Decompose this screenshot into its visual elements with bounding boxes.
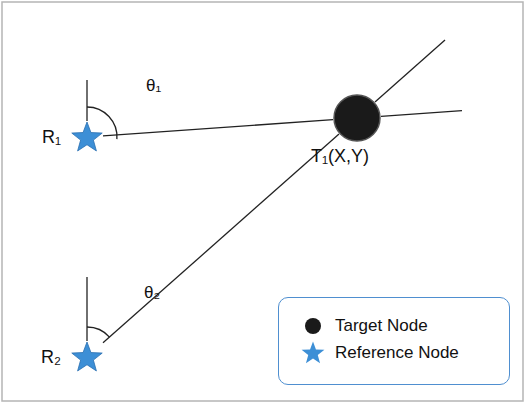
circle-sample	[305, 318, 321, 334]
node-label: R₁	[42, 127, 61, 148]
legend-text: Reference Node	[335, 343, 459, 363]
bearing-line-extension	[381, 111, 462, 117]
legend-sample	[301, 341, 325, 365]
angle-label: θ₂	[144, 283, 160, 303]
legend-text: Target Node	[335, 316, 428, 336]
star-sample	[302, 341, 325, 363]
bearing-line	[103, 120, 333, 136]
circle-symbol	[333, 94, 381, 142]
reference-axis	[86, 80, 87, 121]
target-node: T₁(X,Y)	[333, 94, 381, 142]
legend-entry: Reference Node	[279, 339, 509, 366]
legend-sample	[301, 314, 325, 338]
reference-node: R₁	[71, 121, 103, 153]
node-label: R₂	[41, 347, 61, 368]
reference-node: R₂	[71, 341, 103, 373]
angle-label: θ₁	[146, 76, 161, 96]
node-label: T₁(X,Y)	[311, 146, 369, 167]
reference-axis	[86, 277, 87, 341]
legend-entry: Target Node	[279, 312, 509, 339]
star-shape	[72, 342, 102, 371]
angle-arc	[87, 327, 110, 337]
star-symbol	[71, 121, 103, 153]
bearing-line-extension	[375, 40, 445, 102]
legend-box: Target NodeReference Node	[278, 297, 510, 385]
star-shape	[72, 122, 102, 151]
circle-shape	[334, 95, 380, 141]
frame	[2, 2, 523, 401]
star-symbol	[71, 341, 103, 373]
